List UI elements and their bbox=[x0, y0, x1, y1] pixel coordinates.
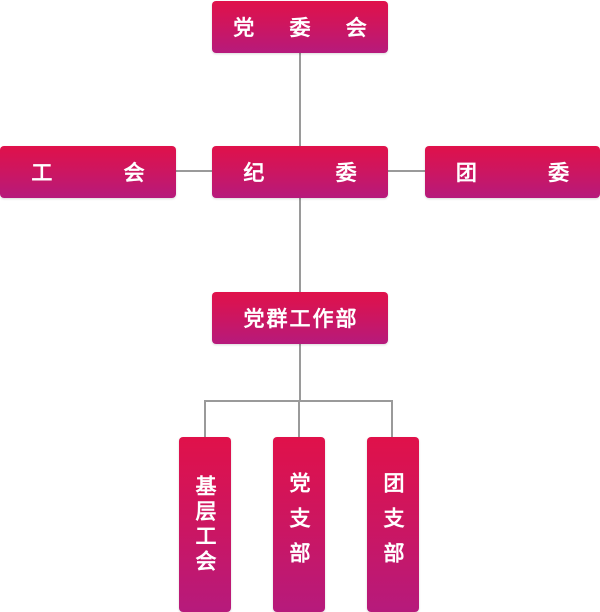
grassroots-union-box: 基层工会 bbox=[179, 437, 231, 612]
league-branch-box: 团支部 bbox=[367, 437, 419, 612]
trade-union-box: 工 会 bbox=[0, 146, 176, 198]
party-branch-box: 党支部 bbox=[273, 437, 325, 612]
party-mass-dept-box: 党群工作部 bbox=[212, 292, 388, 344]
party-committee-box: 党 委 会 bbox=[212, 1, 388, 53]
discipline-committee-box: 纪 委 bbox=[212, 146, 388, 198]
youth-league-committee-box: 团 委 bbox=[425, 146, 600, 198]
